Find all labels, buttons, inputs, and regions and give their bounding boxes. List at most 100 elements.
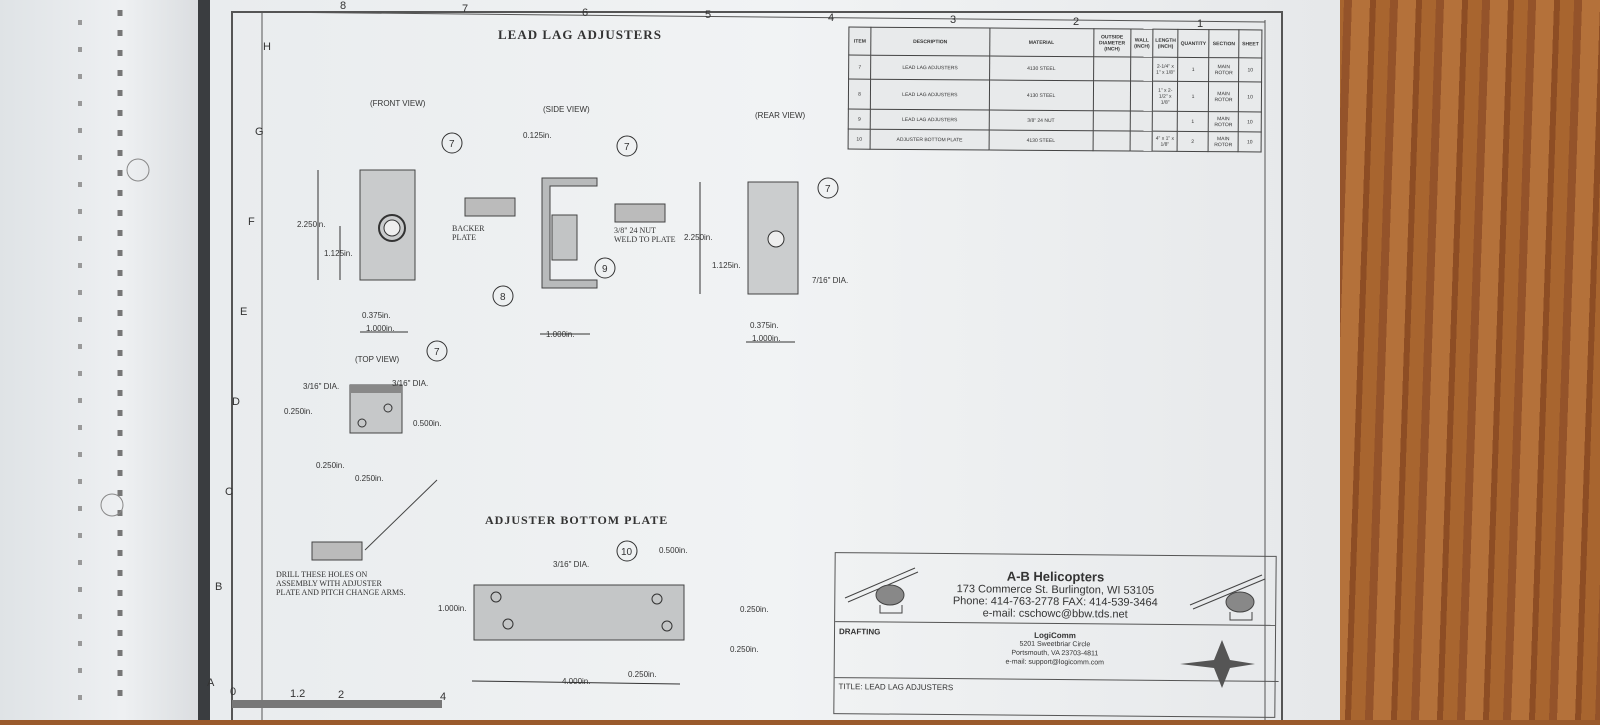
bom-cell [1130, 111, 1153, 132]
dim-rear-offset: 0.375in. [750, 321, 778, 330]
bom-header: SHEET [1239, 29, 1262, 58]
front-view-label: (FRONT VIEW) [370, 99, 426, 108]
bom-cell: 2-1/4" x 1" x 1/8" [1152, 57, 1178, 82]
balloon-7: 7 [434, 347, 440, 358]
dim-rear-height: 2.250in. [684, 233, 712, 242]
drafting-label: DRAFTING [838, 627, 881, 637]
bom-cell: 4130 STEEL [988, 80, 1094, 111]
balloon-8: 8 [500, 292, 506, 303]
col-marker: 8 [340, 0, 346, 12]
bom-header: WALL (INCH) [1130, 29, 1154, 58]
dim-bottom-length: 4.000in. [562, 677, 590, 686]
bom-cell: MAIN ROTOR [1208, 57, 1240, 82]
dim-front-offset: 0.375in. [362, 311, 390, 320]
dim-front-hole-height: 1.125in. [324, 249, 352, 258]
bom-cell: 4130 STEEL [989, 56, 1094, 81]
company-email: e-mail: cschowc@bbw.tds.net [982, 607, 1128, 621]
side-view-label: (SIDE VIEW) [543, 105, 590, 114]
bom-cell: 2 [1177, 131, 1209, 152]
dim-front-height: 2.250in. [297, 220, 325, 229]
rear-hole-dia: 7/16" DIA. [812, 276, 848, 285]
bom-cell: 10 [848, 129, 871, 150]
dim-bottom-height: 1.000in. [438, 604, 466, 613]
bottom-plate-title: ADJUSTER BOTTOM PLATE [485, 513, 668, 527]
drafter-email: e-mail: support@logicomm.com [1005, 658, 1105, 667]
bom-cell: 7 [848, 55, 871, 80]
bom-header: MATERIAL [989, 28, 1094, 57]
bom-header: ITEM [848, 27, 872, 56]
binder-page [0, 0, 205, 720]
bom-header: DESCRIPTION [870, 27, 990, 57]
drawing-border [231, 11, 1283, 720]
logicomm-logo [1180, 640, 1255, 688]
col-marker: 3 [950, 14, 956, 26]
balloon-9: 9 [602, 264, 608, 275]
dim-top-bottom2: 0.250in. [355, 474, 383, 483]
bom-cell: 4" x 1" x 1/8" [1152, 131, 1178, 152]
top-hole-dia-right: 3/16" DIA. [392, 379, 428, 388]
row-marker: F [248, 216, 255, 228]
col-marker: 2 [1073, 16, 1079, 28]
dim-bottom-right2: 0.250in. [730, 645, 758, 654]
title-block: A-B Helicopters 173 Commerce St. Burling… [833, 552, 1279, 718]
row-marker: D [232, 396, 240, 408]
nut-label-wrap: 3/8" 24 NUT WELD TO PLATE [614, 226, 675, 244]
bom-cell: 3/8" 24 NUT [988, 110, 1094, 131]
bom-cell [1129, 131, 1153, 152]
dim-bottom-right1: 0.250in. [740, 605, 768, 614]
rear-view [699, 181, 799, 343]
bom-cell: 1 [1177, 111, 1209, 132]
bom-cell: LEAD LAG ADJUSTERS [870, 55, 990, 81]
bom-cell [1130, 57, 1154, 82]
dim-rear-width: 1.000in. [752, 334, 780, 343]
col-marker: 6 [582, 7, 588, 19]
bom-cell: 1" x 2-1/2" x 1/8" [1152, 81, 1178, 112]
col-marker: 1 [1197, 18, 1203, 30]
scale-bar: 0 1.2 2 4 [230, 686, 446, 708]
bom-cell [1093, 56, 1131, 82]
bom-cell [1093, 80, 1131, 112]
bom-header-row: ITEM DESCRIPTION MATERIAL OUTSIDE DIAMET… [848, 27, 1262, 58]
bottom-hole-dia: 3/16" DIA. [553, 560, 589, 569]
front-view [317, 169, 416, 333]
bottom-plate-view [311, 541, 685, 685]
bom-cell: 9 [848, 109, 871, 130]
top-view [349, 384, 438, 551]
bom-cell [1092, 110, 1131, 132]
drawing-title: LEAD LAG ADJUSTERS [498, 27, 662, 42]
col-marker: 5 [705, 9, 711, 21]
dim-side-thickness: 0.125in. [523, 131, 551, 140]
bom-cell: LEAD LAG ADJUSTERS [870, 109, 989, 131]
bom-cell [1130, 81, 1153, 112]
drill-note: DRILL THESE HOLES ON ASSEMBLY WITH ADJUS… [276, 570, 406, 597]
row-marker: A [207, 677, 215, 689]
bom-cell: LEAD LAG ADJUSTERS [870, 79, 990, 111]
wood-table-background [1330, 0, 1600, 720]
binder-spine [198, 0, 210, 720]
helicopter-logo-right [1189, 574, 1266, 621]
balloon-10: 10 [621, 547, 633, 558]
company-block: A-B Helicopters 173 Commerce St. Burling… [835, 553, 1276, 626]
bom-cell: ADJUSTER BOTTOM PLATE [870, 129, 989, 151]
backer-plate-label-wrap: BACKER PLATE [452, 224, 485, 242]
bom-cell: 1 [1177, 81, 1209, 112]
side-view [464, 177, 666, 335]
bom-cell: 10 [1238, 131, 1262, 152]
bom-cell: 8 [848, 79, 871, 110]
title-line: TITLE: LEAD LAG ADJUSTERS [834, 677, 1279, 699]
bom-cell: 10 [1238, 111, 1262, 132]
bom-cell: 10 [1238, 81, 1262, 112]
scale-label: 2 [338, 689, 344, 701]
bom-header: LENGTH (INCH) [1153, 29, 1179, 58]
top-hole-dia-left: 3/16" DIA. [303, 382, 339, 391]
dim-rear-hole-height: 1.125in. [712, 261, 740, 270]
balloon-7: 7 [825, 184, 831, 195]
binder-rings [78, 10, 150, 710]
dim-side-width: 1.000in. [546, 330, 574, 339]
rear-view-label: (REAR VIEW) [755, 111, 806, 120]
drill-note-wrap: DRILL THESE HOLES ON ASSEMBLY WITH ADJUS… [276, 570, 406, 597]
backer-plate-label: BACKER PLATE [452, 224, 485, 242]
col-marker: 7 [462, 3, 468, 15]
